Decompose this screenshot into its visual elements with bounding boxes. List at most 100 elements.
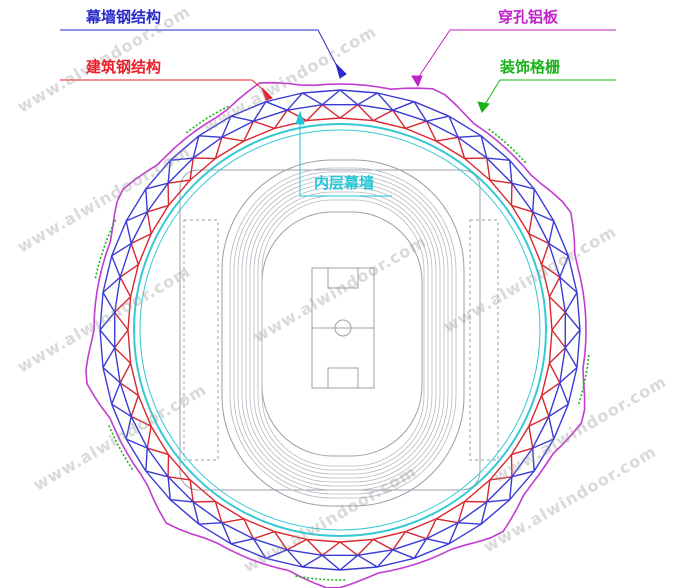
truss-member: [405, 530, 427, 540]
perforated-aluminum-outline: [85, 81, 587, 588]
truss-member: [559, 366, 578, 384]
truss-member: [405, 518, 437, 533]
truss-member: [559, 255, 569, 278]
truss-member: [102, 276, 121, 294]
seating-row: [261, 199, 425, 467]
truss-member: [321, 554, 341, 571]
truss-member: [192, 501, 223, 524]
truss-member: [167, 160, 171, 184]
truss-member: [150, 425, 170, 455]
truss-member: [559, 347, 566, 383]
truss-member: [540, 264, 551, 297]
truss-member: [457, 501, 488, 524]
truss-member: [510, 425, 530, 455]
seating-rows: [229, 167, 457, 499]
truss-member: [111, 255, 121, 278]
truss-member: [489, 476, 512, 481]
truss-member: [564, 292, 578, 313]
truss-member: [548, 243, 561, 278]
truss-member: [111, 220, 127, 257]
seating-row: [249, 187, 437, 479]
truss-member: [252, 538, 267, 559]
truss-member: [567, 367, 578, 405]
truss-member: [511, 447, 534, 478]
truss-member: [564, 347, 578, 368]
truss-member: [548, 416, 555, 440]
truss-member: [559, 276, 578, 294]
truss-member: [273, 531, 288, 551]
truss-member: [167, 454, 191, 481]
truss-member: [145, 470, 169, 478]
arrow-inner-curtain-wall: [295, 110, 305, 125]
arrow-curtain-wall-steel: [334, 62, 347, 79]
truss-member: [198, 135, 222, 138]
truss-member: [265, 101, 288, 111]
truss-member: [559, 382, 569, 405]
label-curtain-wall-steel: 幕墙钢结构: [86, 8, 162, 26]
truss-member: [221, 522, 232, 545]
truss-member: [167, 179, 191, 206]
truss-member: [119, 263, 139, 278]
truss-member: [192, 135, 200, 159]
truss-member: [243, 518, 255, 540]
seating-row: [245, 183, 441, 483]
truss-member: [480, 499, 511, 525]
truss-member: [392, 531, 407, 551]
truss-member: [541, 263, 561, 278]
truss-member: [377, 557, 415, 568]
truss-member: [426, 115, 450, 122]
truss-member: [306, 538, 323, 556]
grille-segment: [108, 425, 134, 470]
truss-member: [486, 476, 513, 503]
truss-member: [286, 92, 304, 111]
building-steel-truss: [114, 104, 566, 556]
truss-member: [426, 120, 459, 138]
grille-segment: [488, 128, 527, 164]
truss-member: [130, 415, 152, 427]
truss-member: [287, 104, 323, 111]
truss-member: [125, 220, 132, 244]
label-perforated-aluminum: 穿孔铝板: [498, 8, 559, 26]
grille-segment: [295, 575, 346, 581]
truss-member: [102, 292, 116, 313]
truss-member: [548, 362, 561, 384]
truss-member: [192, 136, 223, 159]
leader-curtain-wall-steel: [60, 29, 341, 73]
truss-member: [458, 135, 482, 138]
truss-member: [306, 538, 341, 543]
truss-member: [425, 120, 437, 142]
truss-member: [372, 538, 394, 551]
truss-member: [436, 136, 459, 142]
truss-member: [99, 292, 104, 331]
truss-member: [243, 518, 275, 533]
truss-member: [551, 329, 566, 349]
truss-member: [168, 179, 191, 184]
grille-segment: [185, 105, 229, 134]
truss-member: [435, 500, 465, 520]
truss-member: [306, 104, 323, 122]
truss-member: [392, 549, 415, 559]
inner-curtain-wall-ring: [133, 123, 547, 537]
truss-member: [137, 233, 152, 265]
truss-member: [540, 363, 551, 396]
truss-member: [448, 522, 459, 545]
truss-member: [339, 554, 359, 571]
truss-member: [111, 403, 127, 440]
truss-member: [265, 557, 303, 568]
truss-member: [169, 135, 200, 161]
truss-member: [376, 92, 394, 111]
truss-member: [168, 476, 191, 481]
truss-member: [528, 426, 534, 449]
truss-member: [145, 448, 148, 472]
truss-member: [486, 157, 513, 184]
leader-perforated-aluminum: [417, 29, 616, 79]
truss-member: [376, 549, 394, 568]
truss-member: [114, 347, 121, 383]
truss-member: [486, 158, 491, 181]
truss-member: [373, 119, 406, 130]
truss-member: [426, 522, 459, 540]
truss-member: [273, 109, 288, 129]
truss-member: [130, 416, 148, 449]
truss-member: [221, 120, 254, 138]
